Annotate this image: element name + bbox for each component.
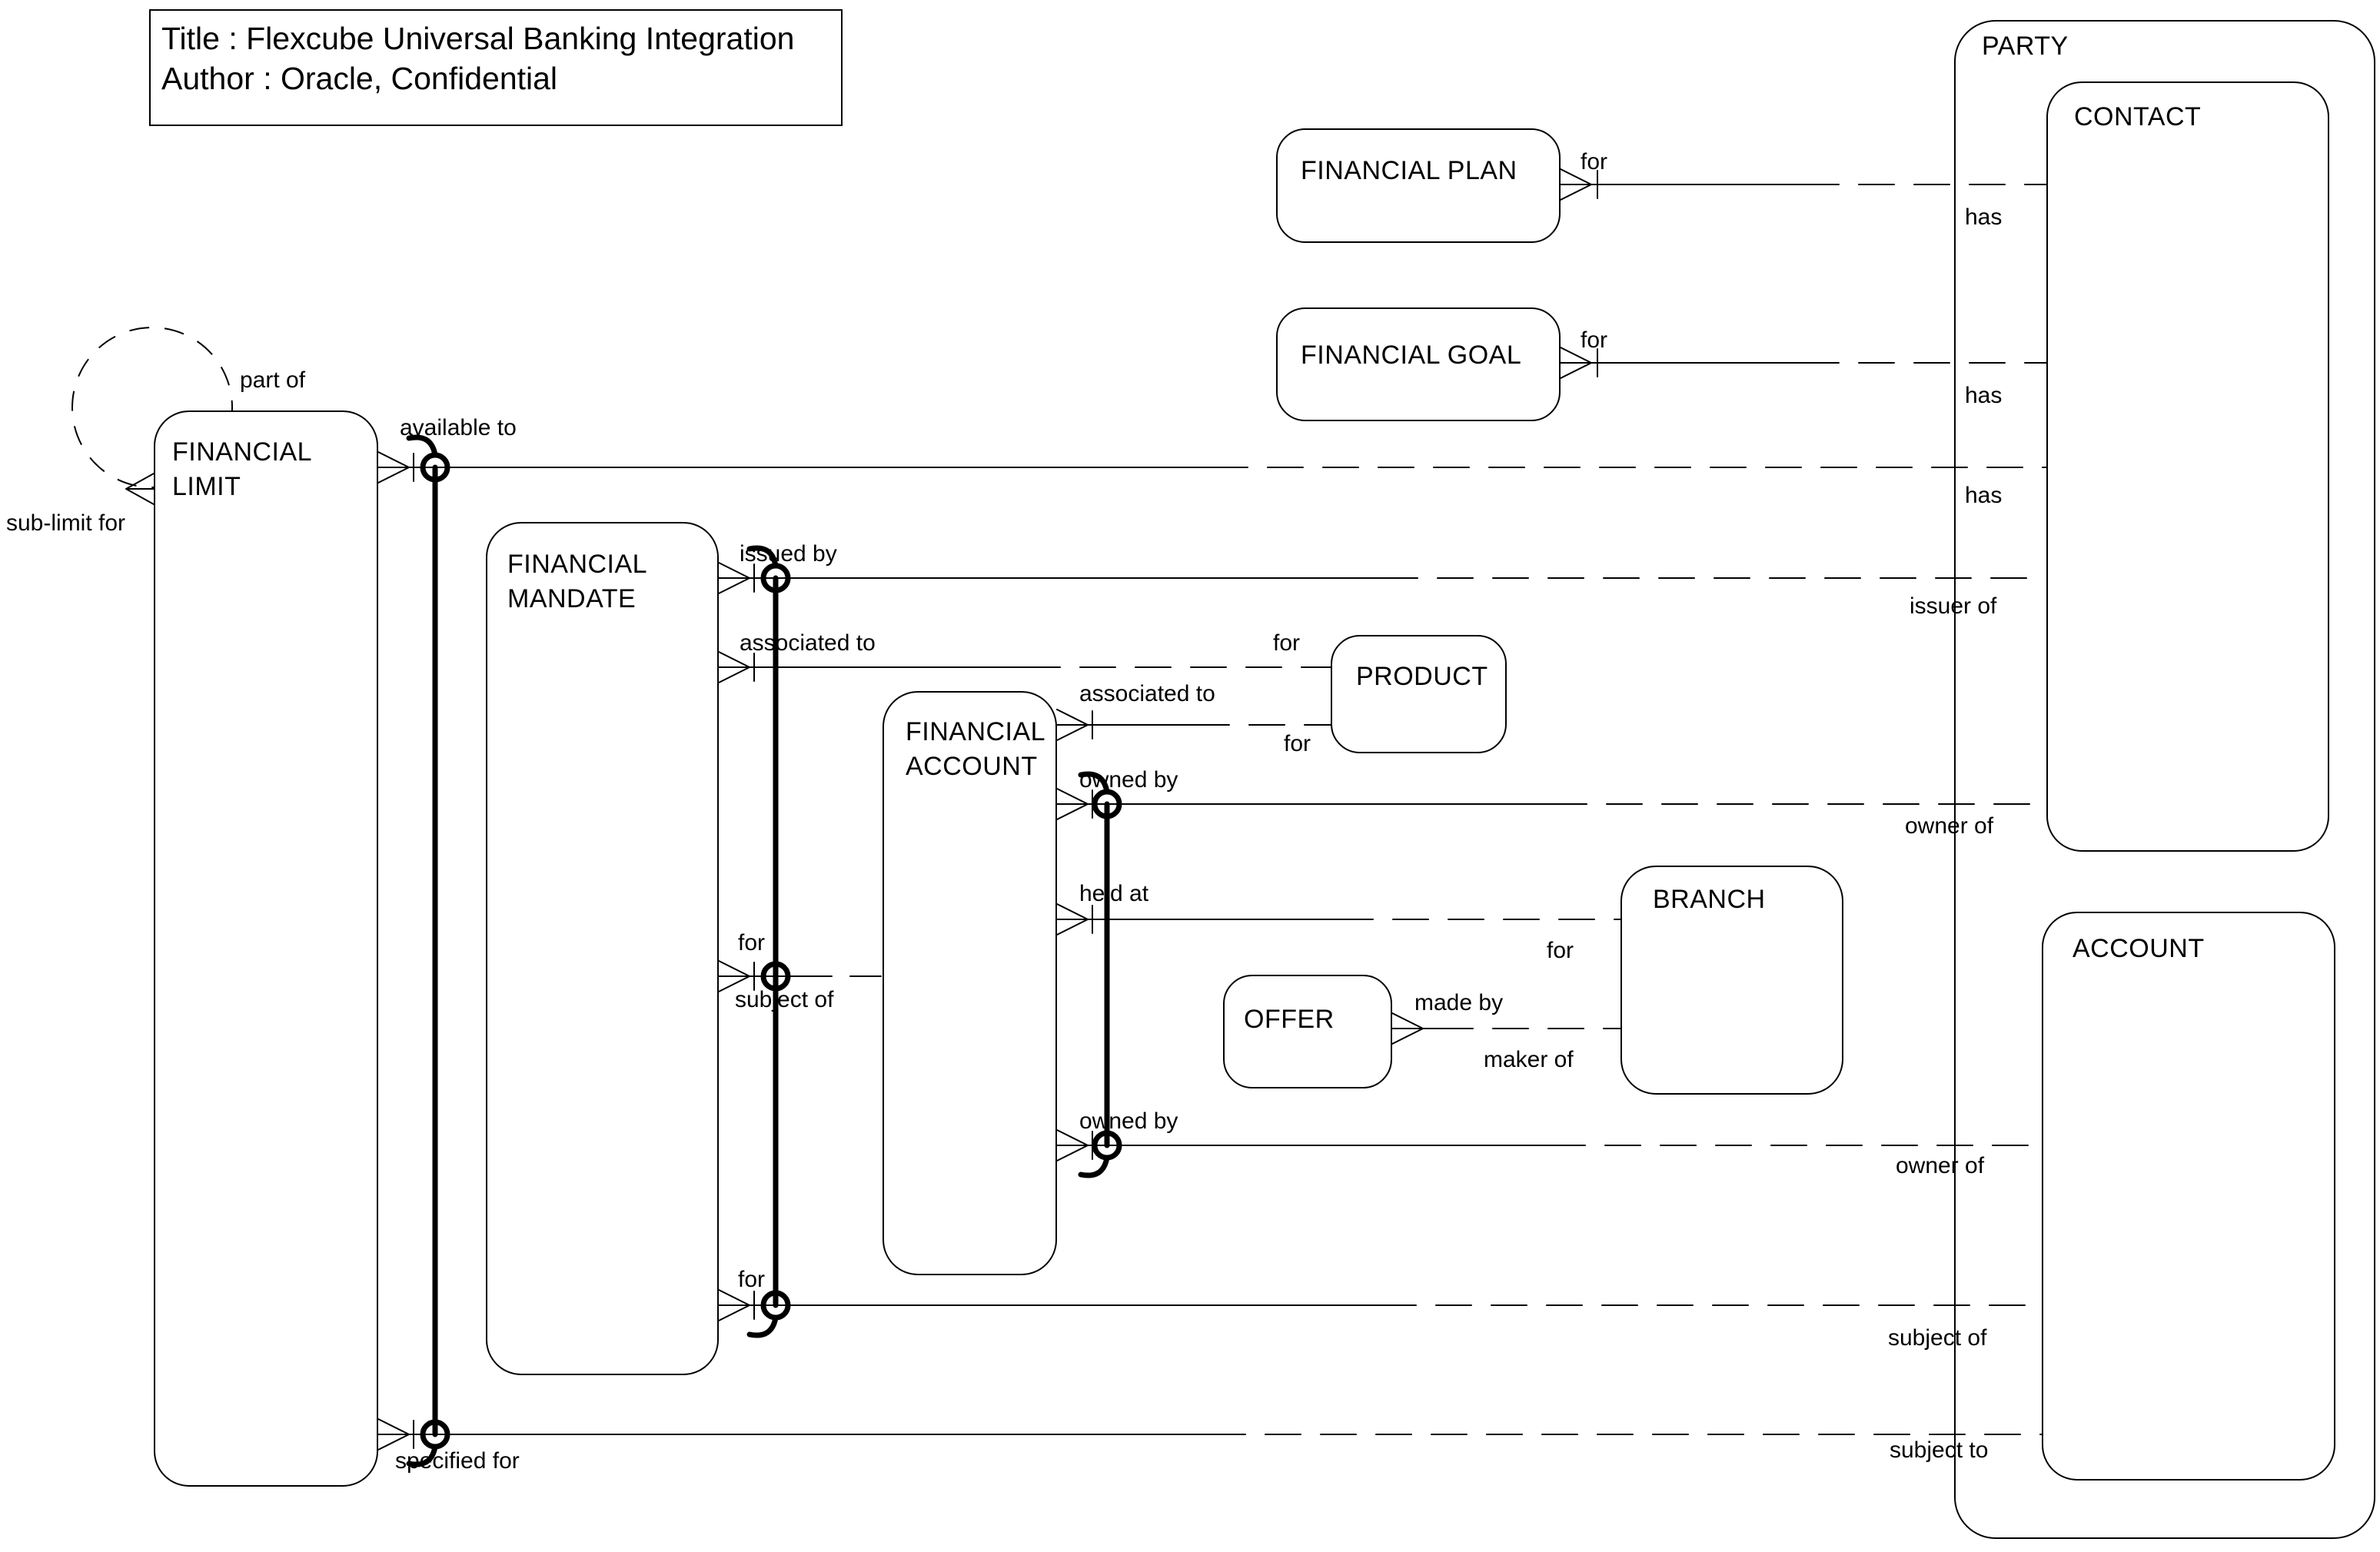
relationship-line-goal-contact [1560, 347, 2047, 379]
self-loop-arc [71, 327, 233, 488]
label-for-product-account: for [1284, 731, 1311, 756]
relationship-line-mandate-contact [718, 562, 2047, 594]
entity-label-offer: OFFER [1244, 1005, 1335, 1034]
crows-foot-icon-limit-self [125, 473, 155, 505]
label-subject-to: subject to [1890, 1437, 1989, 1463]
label-owner-of-account: owner of [1896, 1153, 1985, 1178]
arc-hook-top-icon [406, 434, 438, 458]
relationship-line-financial-account-product [1056, 709, 1331, 741]
entity-financial-mandate[interactable] [486, 522, 719, 1375]
label-subject-of: subject of [1888, 1325, 1987, 1351]
entity-financial-plan[interactable] [1276, 128, 1561, 243]
label-for-branch: for [1547, 938, 1574, 963]
label-owned-by-contact: owned by [1079, 767, 1178, 793]
relationship-line-mandate-financial-account [718, 960, 883, 992]
relationship-line-financial-account-contact [1056, 788, 2047, 820]
relationship-line-financial-account-branch [1056, 903, 1621, 936]
entity-product[interactable] [1331, 635, 1507, 753]
label-available-to: available to [400, 415, 517, 440]
entity-label-party: PARTY [1982, 32, 2069, 61]
diagram-title: Title : Flexcube Universal Banking Integ… [161, 21, 795, 56]
label-part-of: part of [240, 367, 306, 393]
diagram-author: Author : Oracle, Confidential [161, 61, 558, 96]
label-associated-to-account: associated to [1079, 681, 1215, 706]
entity-branch[interactable] [1620, 866, 1843, 1095]
entity-label-financial-account: FINANCIAL ACCOUNT [906, 717, 1046, 781]
label-for-fin-account: for [738, 930, 766, 955]
entity-financial-goal[interactable] [1276, 307, 1561, 421]
relationship-line-limit-contact [377, 451, 2047, 484]
relationship-line-plan-contact [1560, 168, 2047, 201]
arc-hook-top-icon [1078, 771, 1110, 795]
arc-hook-bottom-icon [746, 1314, 779, 1338]
label-has-limit: has [1965, 483, 2003, 508]
relationship-line-offer-branch [1391, 1012, 1621, 1045]
label-owned-by-account: owned by [1079, 1108, 1178, 1134]
entity-label-financial-goal: FINANCIAL GOAL [1301, 341, 1522, 370]
entity-offer[interactable] [1223, 975, 1392, 1088]
exclusion-arc-financial-limit [406, 434, 450, 1467]
label-held-at: held at [1079, 881, 1149, 906]
label-for-plan: for [1581, 149, 1608, 174]
crows-foot-icon [1391, 1012, 1424, 1045]
entity-financial-limit[interactable] [154, 410, 378, 1487]
relationship-line-mandate-product [718, 651, 1331, 683]
entity-label-contact: CONTACT [2074, 102, 2202, 131]
entity-label-product: PRODUCT [1356, 662, 1488, 691]
label-made-by: made by [1414, 990, 1504, 1015]
label-owner-of-contact: owner of [1905, 813, 1994, 839]
label-has-plan: has [1965, 204, 2003, 230]
label-subject-of-fin-account: subject of [735, 987, 834, 1012]
arc-hook-bottom-icon [406, 1444, 438, 1467]
entity-contact[interactable] [2046, 81, 2329, 852]
label-for-goal: for [1581, 327, 1608, 353]
label-issued-by: issued by [740, 541, 837, 567]
entity-label-financial-mandate: FINANCIAL MANDATE [507, 550, 648, 613]
arc-hook-bottom-icon [1078, 1155, 1110, 1178]
label-for-account: for [738, 1267, 766, 1292]
entity-label-financial-plan: FINANCIAL PLAN [1301, 156, 1517, 185]
entity-label-account: ACCOUNT [2073, 934, 2205, 963]
relationship-line-financial-account-account [1056, 1129, 2043, 1162]
label-has-goal: has [1965, 383, 2003, 408]
label-sub-limit-for: sub-limit for [6, 510, 126, 536]
arc-hook-top-icon [746, 545, 779, 569]
label-associated-to-mandate: associated to [740, 630, 876, 656]
label-for-product-mandate: for [1273, 630, 1301, 656]
entity-financial-account[interactable] [883, 691, 1057, 1275]
entity-label-branch: BRANCH [1653, 885, 1766, 914]
relationship-line-limit-account [377, 1418, 2043, 1451]
entity-account[interactable] [2042, 912, 2335, 1481]
title-box: Title : Flexcube Universal Banking Integ… [149, 9, 843, 126]
label-specified-for: specified for [395, 1448, 520, 1474]
entity-label-financial-limit: FINANCIAL LIMIT [172, 437, 313, 501]
label-issuer-of: issuer of [1910, 593, 1997, 619]
label-maker-of: maker of [1484, 1047, 1574, 1072]
relationship-line-mandate-account [718, 1289, 2043, 1321]
